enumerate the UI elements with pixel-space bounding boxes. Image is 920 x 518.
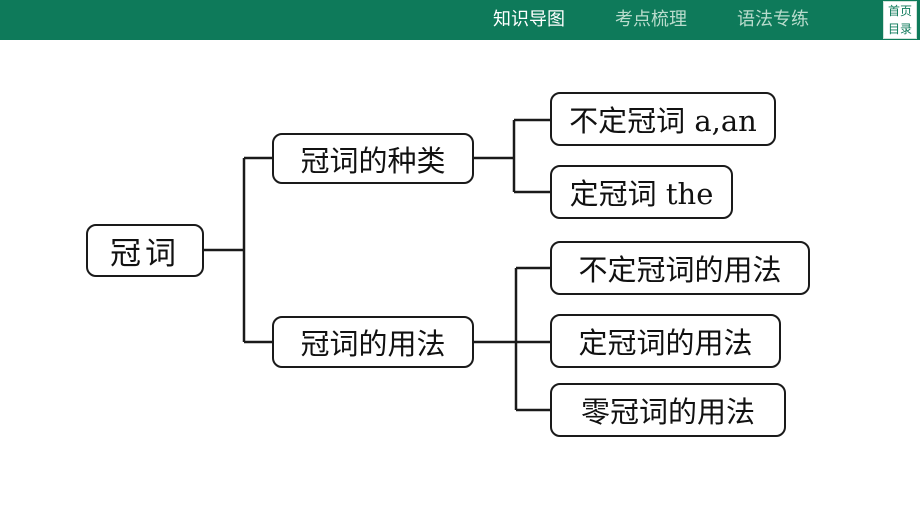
- leaf-node-indefinite-article: 不定冠词 a,an: [550, 92, 776, 146]
- tab-knowledge-map[interactable]: 知识导图: [493, 9, 565, 30]
- leaf-node-definite-usage: 定冠词的用法: [550, 314, 781, 368]
- leaf-node-indefinite-usage: 不定冠词的用法: [550, 241, 810, 295]
- root-node: 冠词: [86, 224, 204, 277]
- tab-grammar-practice[interactable]: 语法专练: [737, 9, 809, 30]
- leaf-node-zero-article-usage: 零冠词的用法: [550, 383, 786, 437]
- top-nav-bar: 知识导图 考点梳理 语法专练 首页 目录: [0, 0, 920, 40]
- branch-node-types: 冠词的种类: [272, 133, 474, 184]
- tab-key-points[interactable]: 考点梳理: [615, 9, 687, 30]
- side-nav-box: 首页 目录: [883, 1, 917, 39]
- contents-link[interactable]: 目录: [887, 22, 912, 36]
- home-link[interactable]: 首页: [887, 4, 912, 18]
- branch-node-usage: 冠词的用法: [272, 316, 474, 368]
- leaf-node-definite-article: 定冠词 the: [550, 165, 733, 219]
